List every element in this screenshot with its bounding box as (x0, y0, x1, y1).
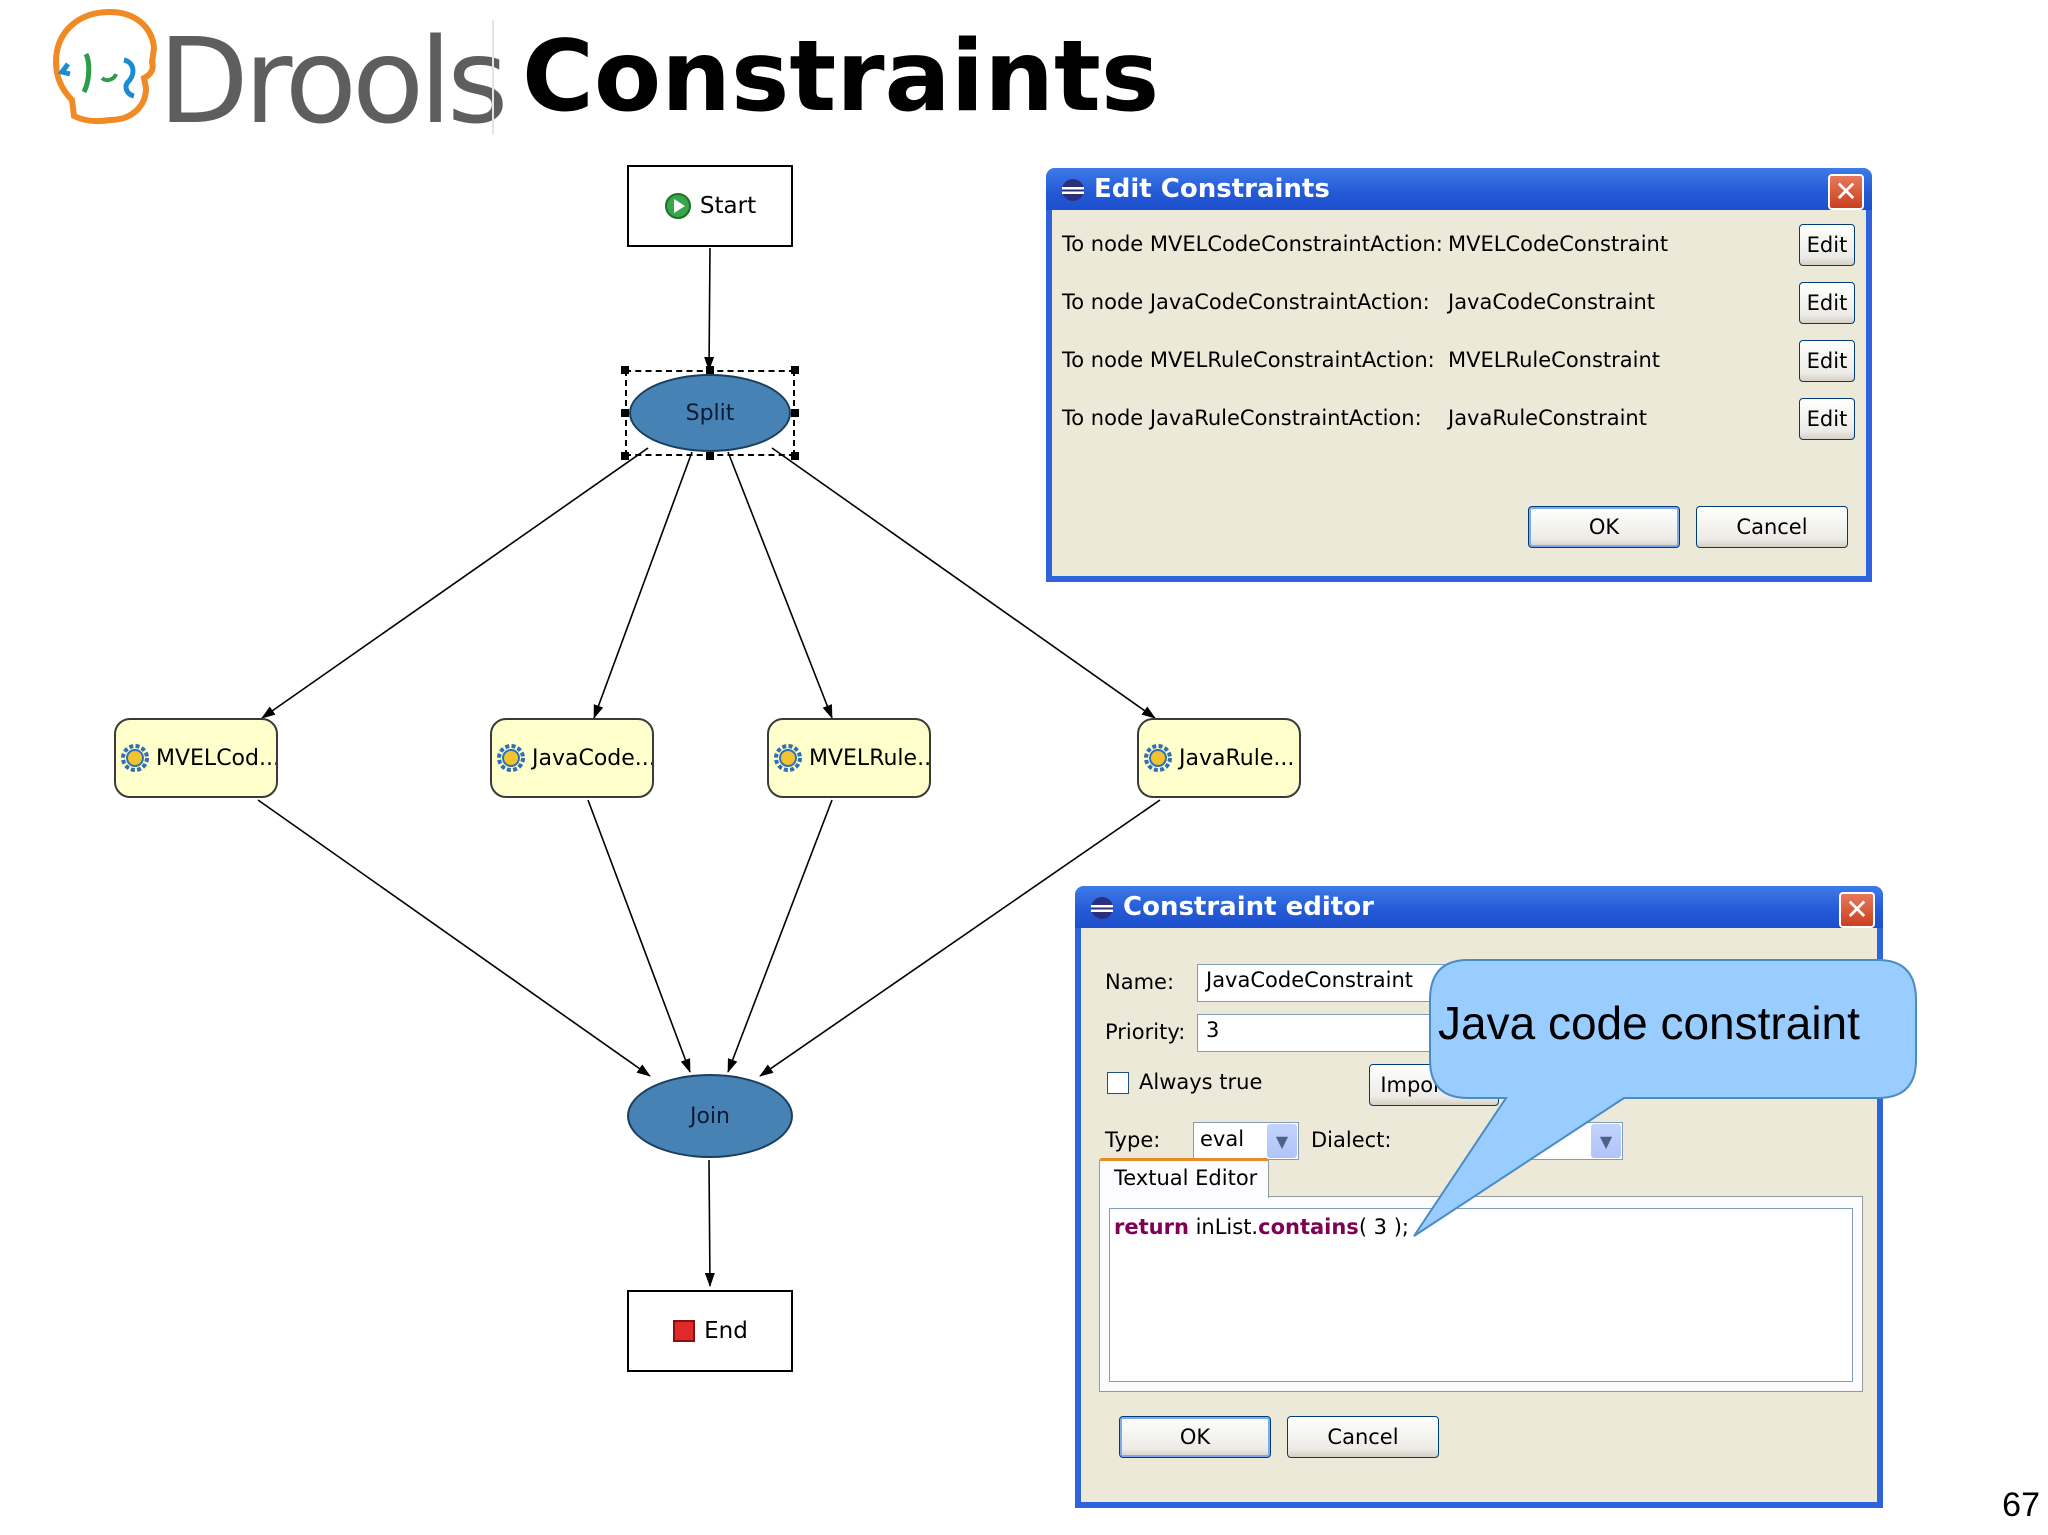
edit-constraints-dialog: Edit Constraints ✕ To node MVELCodeConst… (1046, 168, 1872, 582)
priority-label: Priority: (1105, 1020, 1186, 1044)
selection-handle[interactable] (621, 452, 629, 460)
constraint-target-label: To node JavaCodeConstraintAction: (1062, 290, 1430, 314)
selection-handle[interactable] (791, 366, 799, 374)
selection-handle[interactable] (706, 366, 714, 374)
start-icon (664, 193, 691, 219)
dialect-label: Dialect: (1311, 1128, 1392, 1152)
constraint-name-value: JavaRuleConstraint (1448, 406, 1647, 430)
eclipse-icon (1062, 179, 1084, 201)
action-node-mvel-rule[interactable]: MVELRule... (767, 718, 931, 798)
constraint-editor-dialog: Constraint editor ✕ Name: JavaCodeConstr… (1075, 886, 1883, 1508)
code-text: inList. (1188, 1215, 1259, 1239)
constraint-name-value: JavaCodeConstraint (1448, 290, 1655, 314)
action-node-label: JavaCode... (532, 745, 654, 771)
action-node-label: MVELCod... (156, 745, 278, 771)
action-node-label: JavaRule... (1179, 745, 1295, 771)
code-editor[interactable]: return inList.contains( 3 ); (1109, 1208, 1853, 1382)
header-divider (492, 20, 494, 135)
selection-handle[interactable] (791, 409, 799, 417)
connection-action-2-join (587, 799, 691, 1073)
connection-action-3-join (727, 799, 833, 1073)
end-node[interactable]: End (627, 1290, 793, 1372)
connection-join-end (704, 1159, 715, 1287)
gear-icon (774, 744, 802, 772)
end-node-label: End (704, 1318, 748, 1344)
close-icon: ✕ (1834, 175, 1858, 208)
dialog-title: Constraint editor (1123, 892, 1374, 922)
dialog-body: To node MVELCodeConstraintAction: MVELCo… (1052, 210, 1866, 576)
split-node-label: Split (685, 400, 735, 426)
gear-icon (121, 744, 149, 772)
connection-start-split (704, 247, 715, 371)
close-button[interactable]: ✕ (1828, 174, 1864, 210)
type-select[interactable]: eval ▼ (1193, 1122, 1299, 1160)
selection-handle[interactable] (706, 452, 714, 460)
start-node-label: Start (699, 193, 757, 219)
type-value: eval (1200, 1127, 1245, 1151)
ok-button[interactable]: OK (1528, 506, 1680, 548)
always-true-label: Always true (1139, 1070, 1263, 1094)
dialog-titlebar[interactable]: Constraint editor ✕ (1075, 886, 1883, 928)
action-node-mvel-code[interactable]: MVELCod... (114, 718, 278, 798)
cancel-button[interactable]: Cancel (1696, 506, 1848, 548)
imports-button[interactable]: Imports ... (1369, 1064, 1499, 1106)
slide-title: Constraints (522, 20, 1160, 134)
drools-logo-icon (52, 8, 158, 125)
logo-wordmark: Drools (158, 12, 508, 150)
close-button[interactable]: ✕ (1839, 892, 1875, 928)
connection-split-action-4 (771, 447, 1156, 719)
dialog-titlebar[interactable]: Edit Constraints ✕ (1046, 168, 1872, 210)
callout-text: Java code constraint (1438, 997, 1860, 1049)
action-node-java-code[interactable]: JavaCode... (490, 718, 654, 798)
connection-split-action-1 (261, 447, 649, 719)
join-node[interactable]: Join (627, 1074, 793, 1158)
edit-button[interactable]: Edit (1799, 398, 1855, 440)
action-node-java-rule[interactable]: JavaRule... (1137, 718, 1301, 798)
constraint-name-value: MVELRuleConstraint (1448, 348, 1661, 372)
code-keyword: return (1114, 1215, 1189, 1239)
constraint-target-label: To node JavaRuleConstraintAction: (1062, 406, 1422, 430)
always-true-checkbox[interactable] (1107, 1072, 1129, 1094)
connection-split-action-2 (593, 451, 693, 719)
start-node[interactable]: Start (627, 165, 793, 247)
page-number: 67 (2002, 1486, 2040, 1524)
connection-action-4-join (759, 799, 1161, 1077)
name-label: Name: (1105, 970, 1175, 994)
gear-icon (1144, 744, 1172, 772)
code-method: contains (1258, 1215, 1359, 1239)
type-label: Type: (1105, 1128, 1161, 1152)
chevron-down-icon: ▼ (1267, 1124, 1297, 1158)
cancel-button[interactable]: Cancel (1287, 1416, 1439, 1458)
eclipse-icon (1091, 897, 1113, 919)
constraint-name-value: MVELCodeConstraint (1448, 232, 1669, 256)
selection-handle[interactable] (621, 409, 629, 417)
dialog-title: Edit Constraints (1094, 174, 1330, 204)
split-node[interactable]: Split (629, 374, 791, 452)
close-icon: ✕ (1845, 893, 1869, 926)
gear-icon (497, 744, 525, 772)
dialect-value: a (1524, 1127, 1537, 1151)
tab-label: Textual Editor (1114, 1166, 1258, 1190)
edit-button[interactable]: Edit (1799, 340, 1855, 382)
edit-button[interactable]: Edit (1799, 224, 1855, 266)
action-node-label: MVELRule... (809, 745, 931, 771)
connection-split-action-3 (727, 451, 833, 719)
selection-handle[interactable] (621, 366, 629, 374)
ok-button[interactable]: OK (1119, 1416, 1271, 1458)
edit-button[interactable]: Edit (1799, 282, 1855, 324)
tab-textual-editor[interactable]: Textual Editor (1099, 1158, 1269, 1198)
connection-action-1-join (257, 799, 651, 1077)
code-text: ( 3 ); (1358, 1215, 1409, 1239)
dialect-select[interactable]: a ▼ (1517, 1122, 1623, 1160)
stop-icon (673, 1320, 696, 1342)
constraint-target-label: To node MVELRuleConstraintAction: (1062, 348, 1435, 372)
join-node-label: Join (689, 1103, 730, 1129)
selection-handle[interactable] (791, 452, 799, 460)
constraint-target-label: To node MVELCodeConstraintAction: (1062, 232, 1443, 256)
chevron-down-icon: ▼ (1591, 1124, 1621, 1158)
